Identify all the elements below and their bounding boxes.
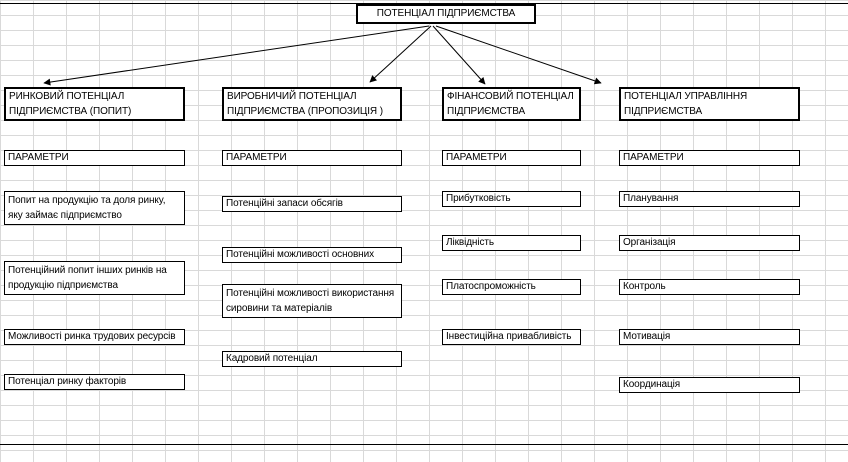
item-box: Мотивація — [619, 329, 800, 345]
item-box: Потенційні запаси обсягів виробництва — [222, 196, 402, 212]
params-label-market: ПАРАМЕТРИ — [4, 150, 185, 166]
column-header-production-potential: ВИРОБНИЧИЙ ПОТЕНЦІАЛ ПІДПРИЄМСТВА (ПРОПО… — [222, 87, 402, 121]
column-header-management-potential: ПОТЕНЦІАЛ УПРАВЛІННЯ ПІДПРИЄМСТВА — [619, 87, 800, 121]
params-label-management: ПАРАМЕТРИ — [619, 150, 800, 166]
top-border-line — [0, 3, 848, 4]
item-box: Інвестиційна привабливість — [442, 329, 581, 345]
params-label-financial: ПАРАМЕТРИ — [442, 150, 581, 166]
item-box: Можливості ринка трудових ресурсів — [4, 329, 185, 345]
item-box: Кадровий потенціал — [222, 351, 402, 367]
root-node: ПОТЕНЦІАЛ ПІДПРИЄМСТВА — [356, 4, 536, 24]
column-header-financial-potential: ФІНАНСОВИЙ ПОТЕНЦІАЛ ПІДПРИЄМСТВА — [442, 87, 581, 121]
item-box: Потенційні можливості використання сиров… — [222, 284, 402, 318]
item-box: Потенціал ринку факторів виробництва — [4, 374, 185, 390]
item-box: Платоспроможність — [442, 279, 581, 295]
item-box: Організація — [619, 235, 800, 251]
column-header-market-potential: РИНКОВИЙ ПОТЕНЦІАЛ ПІДПРИЄМСТВА (ПОПИТ) — [4, 87, 185, 121]
item-box: Ліквідність — [442, 235, 581, 251]
bottom-border-line — [0, 444, 848, 445]
item-box: Потенційний попит інших ринків на продук… — [4, 261, 185, 295]
item-box: Попит на продукцію та доля ринку, яку за… — [4, 191, 185, 225]
item-box: Прибутковість — [442, 191, 581, 207]
params-label-production: ПАРАМЕТРИ — [222, 150, 402, 166]
item-box: Планування — [619, 191, 800, 207]
item-box: Потенційні можливості основних засобів — [222, 247, 402, 263]
item-box: Контроль — [619, 279, 800, 295]
item-box: Координація — [619, 377, 800, 393]
